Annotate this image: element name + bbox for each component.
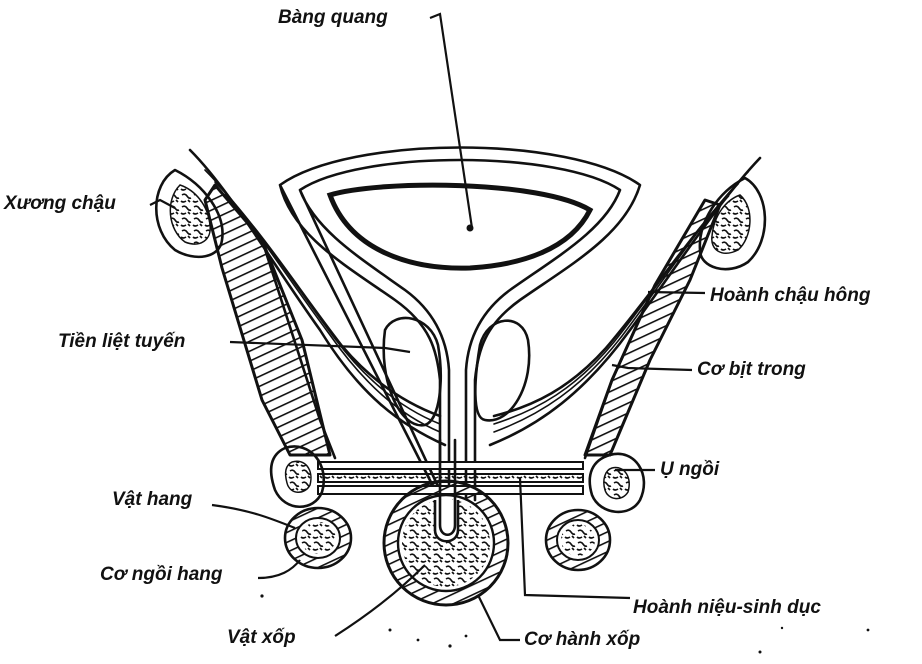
- bladder-lumen: [330, 185, 590, 268]
- left-obturator-internus: [205, 185, 330, 455]
- label-xuong-chau: Xương chậu: [4, 194, 116, 213]
- left-corpus-cavernosum: [285, 508, 351, 568]
- label-vat-xop: Vật xốp: [227, 628, 296, 647]
- label-vat-hang: Vật hang: [112, 490, 192, 509]
- label-bang-quang: Bàng quang: [278, 8, 388, 27]
- right-corpus-cavernosum: [546, 510, 610, 570]
- prostate: [384, 318, 530, 425]
- label-u-ngoi: Ụ ngồi: [660, 460, 719, 479]
- label-tien-liet-tuyen: Tiền liệt tuyến: [58, 332, 185, 351]
- label-co-ngoi-hang: Cơ ngồi hang: [100, 565, 223, 584]
- label-co-hanh-xop: Cơ hành xốp: [524, 630, 640, 649]
- right-ischial-tuberosity: [590, 454, 644, 512]
- label-co-bit-trong: Cơ bịt trong: [697, 360, 806, 379]
- label-hoanh-nieu-sinh-duc: Hoành niệu-sinh dục: [633, 598, 821, 617]
- label-hoanh-chau-hong: Hoành chậu hông: [710, 286, 870, 305]
